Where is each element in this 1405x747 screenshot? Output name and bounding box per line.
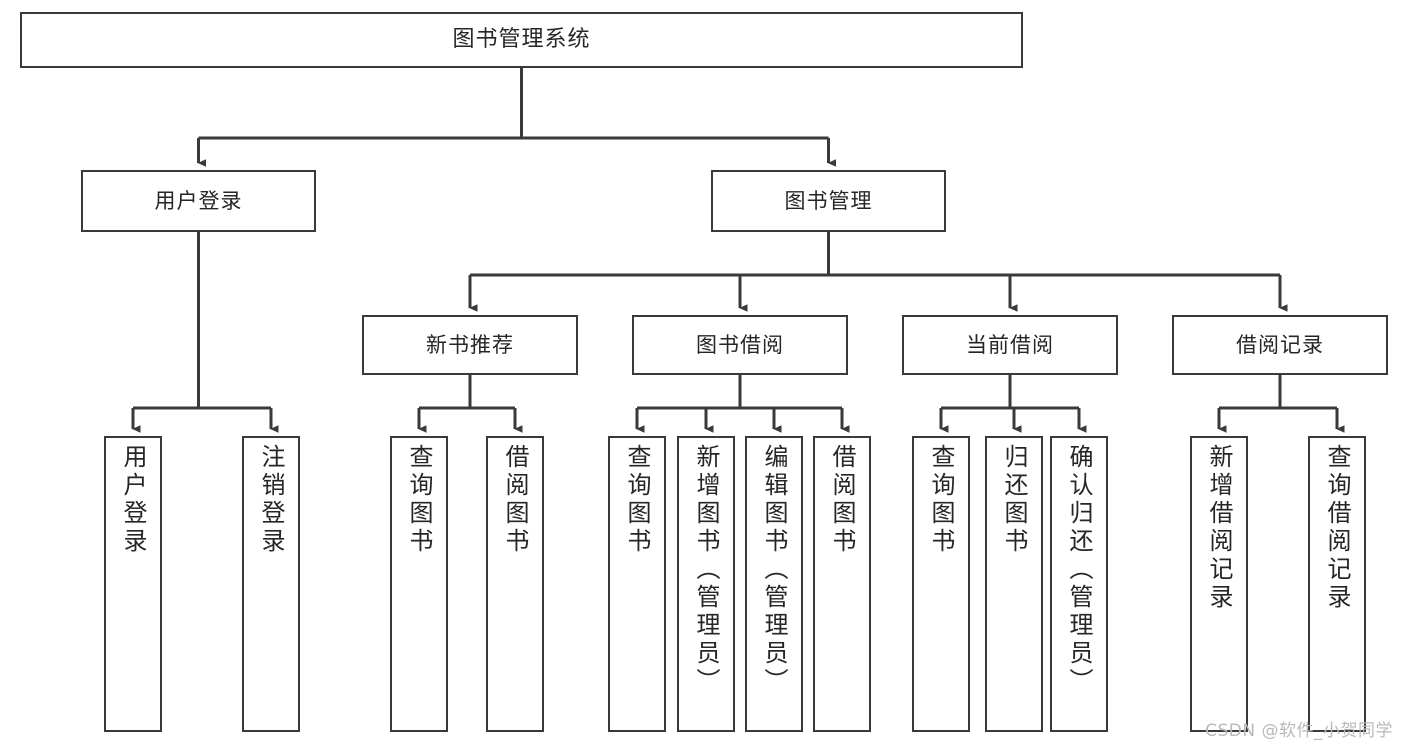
leaf-add-record[interactable]: 新增借阅记录 [1190,436,1248,732]
leaf-user-login[interactable]: 用户登录 [104,436,162,732]
leaf-logout-login-label: 注销登录 [257,444,285,556]
leaf-query-book-cur-label: 查询图书 [927,444,955,556]
csdn-watermark: CSDN @软件_小贺同学 [1205,721,1393,741]
leaf-query-book-cur[interactable]: 查询图书 [912,436,970,732]
node-user-login-label: 用户登录 [154,188,243,213]
leaf-query-book-rec-label: 查询图书 [405,444,433,556]
leaf-query-record[interactable]: 查询借阅记录 [1308,436,1366,732]
node-new-book-rec-label: 新书推荐 [426,332,514,357]
leaf-user-login-label: 用户登录 [119,444,147,556]
node-book-manage-label: 图书管理 [784,188,873,213]
node-borrow-record-label: 借阅记录 [1236,332,1324,357]
leaf-borrow-book-rec-label: 借阅图书 [501,444,529,556]
node-book-borrow-label: 图书借阅 [696,332,784,357]
node-current-borrow-label: 当前借阅 [966,332,1054,357]
leaf-confirm-return[interactable]: 确认归还（管理员） [1050,436,1108,732]
node-root[interactable]: 图书管理系统 [20,12,1023,68]
node-root-label: 图书管理系统 [452,27,591,53]
leaf-add-book[interactable]: 新增图书（管理员） [677,436,735,732]
node-user-login[interactable]: 用户登录 [81,170,316,232]
leaf-edit-book[interactable]: 编辑图书（管理员） [745,436,803,732]
node-book-borrow[interactable]: 图书借阅 [632,315,848,375]
leaf-query-book-bor-label: 查询图书 [623,444,651,556]
leaf-confirm-return-label: 确认归还（管理员） [1065,444,1093,696]
leaf-borrow-book-bor[interactable]: 借阅图书 [813,436,871,732]
leaf-query-book-rec[interactable]: 查询图书 [390,436,448,732]
leaf-query-book-bor[interactable]: 查询图书 [608,436,666,732]
node-book-manage[interactable]: 图书管理 [711,170,946,232]
leaf-query-record-label: 查询借阅记录 [1323,444,1351,612]
leaf-add-book-label: 新增图书（管理员） [692,444,720,696]
node-new-book-rec[interactable]: 新书推荐 [362,315,578,375]
node-borrow-record[interactable]: 借阅记录 [1172,315,1388,375]
leaf-borrow-book-rec[interactable]: 借阅图书 [486,436,544,732]
leaf-edit-book-label: 编辑图书（管理员） [760,444,788,696]
node-current-borrow[interactable]: 当前借阅 [902,315,1118,375]
leaf-logout-login[interactable]: 注销登录 [242,436,300,732]
leaf-return-book-label: 归还图书 [1000,444,1028,556]
leaf-borrow-book-bor-label: 借阅图书 [828,444,856,556]
leaf-return-book[interactable]: 归还图书 [985,436,1043,732]
leaf-add-record-label: 新增借阅记录 [1205,444,1233,612]
